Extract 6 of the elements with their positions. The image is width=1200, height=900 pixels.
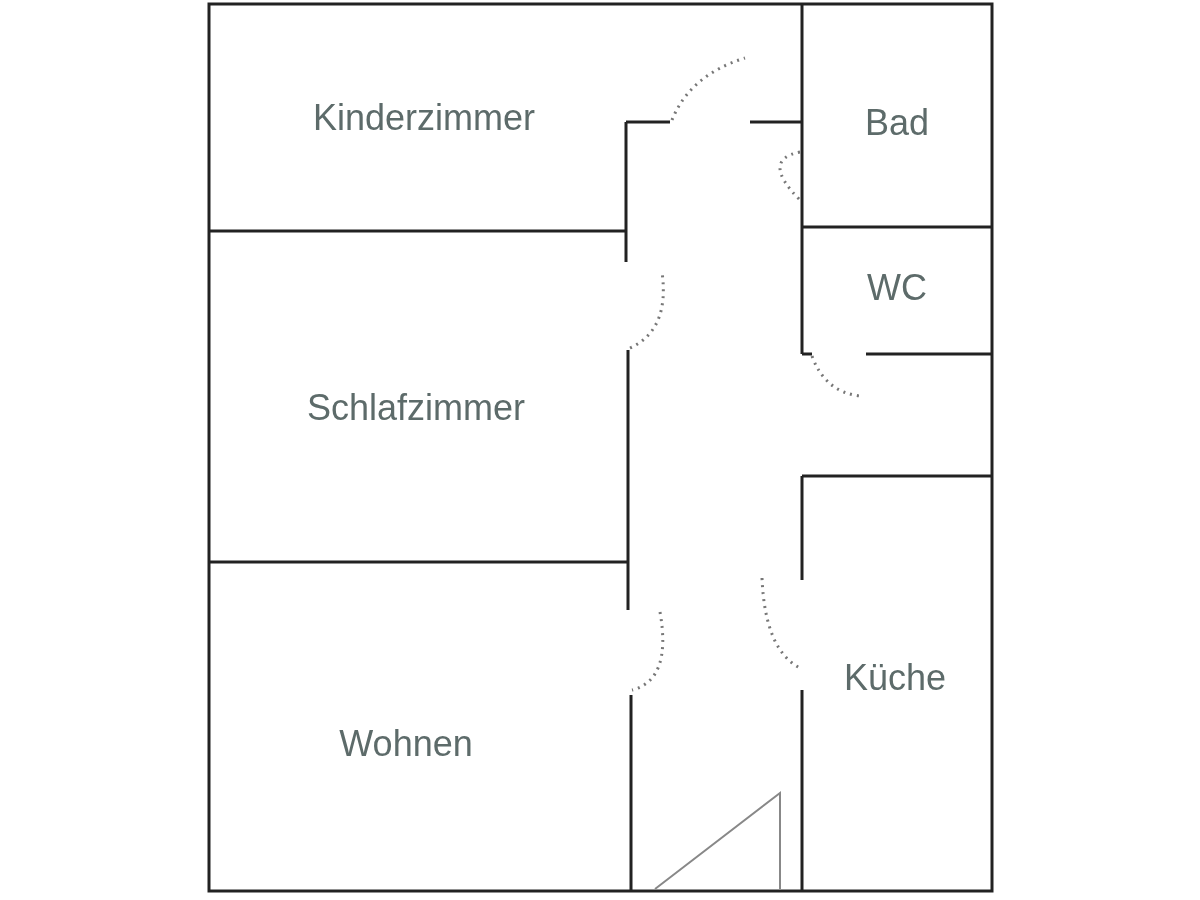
room-label: Bad bbox=[864, 103, 930, 143]
room-label: Küche bbox=[843, 658, 947, 698]
room-label: Schlafzimmer bbox=[307, 388, 525, 428]
room-label: WC bbox=[867, 268, 927, 308]
room-label: Kinderzimmer bbox=[313, 98, 535, 138]
room-label: Wohnen bbox=[339, 724, 473, 764]
